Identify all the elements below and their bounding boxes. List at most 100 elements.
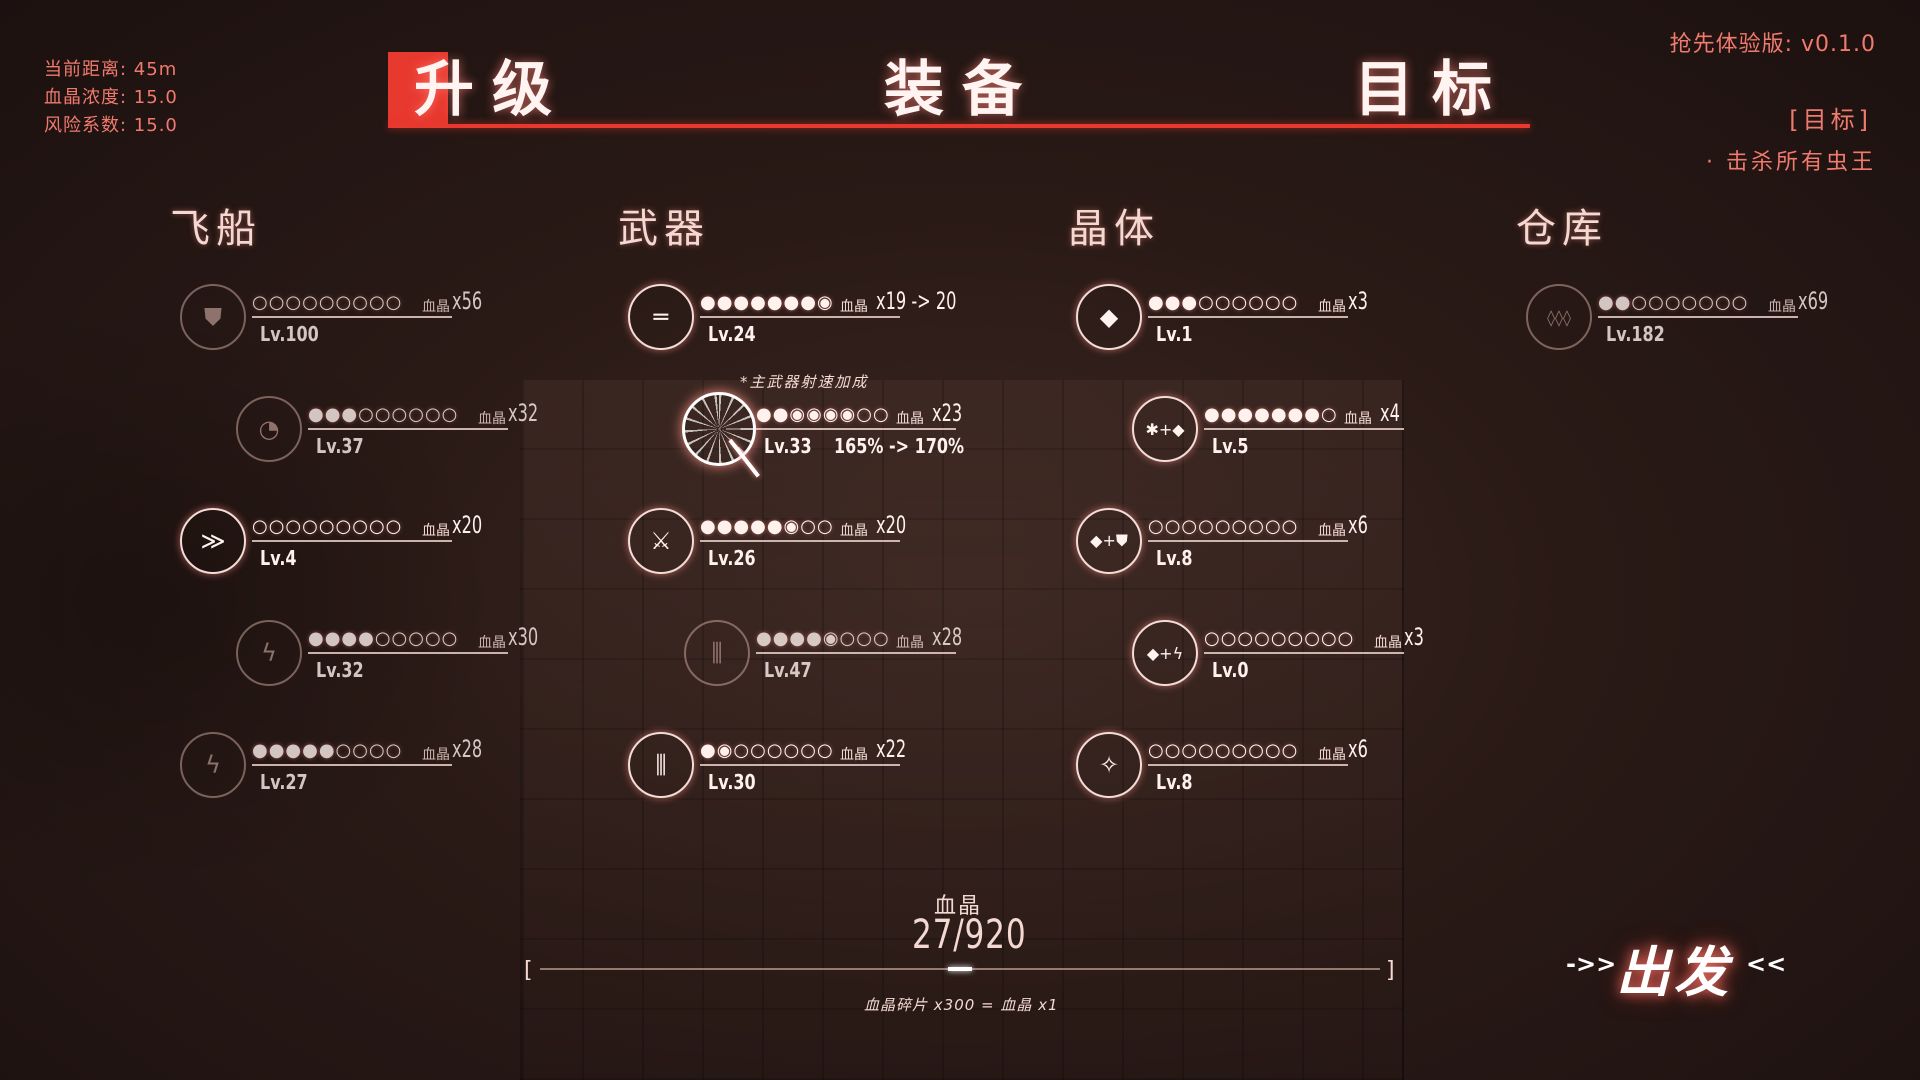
cost-label: 血晶 bbox=[1374, 635, 1402, 651]
item-level: Lv.1 bbox=[1156, 322, 1193, 346]
column-title-crystal: 晶体 bbox=[1068, 206, 1160, 252]
cost-label: 血晶 bbox=[840, 747, 868, 763]
upgrade-item-crystal-1[interactable]: ◆ ●●●○○○○○○ 血晶 x3 Lv.1 bbox=[1076, 284, 1396, 360]
main-tabs: 升级 装备 目标 bbox=[388, 50, 1530, 132]
upgrade-item-ship-3[interactable]: ≫ ○○○○○○○○○ 血晶 x20 Lv.4 bbox=[180, 508, 500, 584]
tab-goal[interactable]: 目标 bbox=[1354, 55, 1510, 125]
upgrade-pips: ●●◉◉◉◉○○ bbox=[756, 404, 890, 425]
arrows-left-icon: << bbox=[1746, 950, 1787, 978]
cost-count: x20 bbox=[876, 511, 907, 539]
item-level: Lv.26 bbox=[708, 546, 756, 570]
item-level: Lv.8 bbox=[1156, 770, 1193, 794]
item-underline bbox=[756, 428, 956, 430]
upgrade-item-ship-2[interactable]: ◔ ●●●○○○○○○ 血晶 x32 Lv.37 bbox=[236, 396, 556, 472]
upgrade-item-ship-1[interactable]: ⛊ ○○○○○○○○○ 血晶 x56 Lv.100 bbox=[180, 284, 500, 360]
cost-count: x19 -> 20 bbox=[876, 287, 957, 315]
background-shade bbox=[0, 300, 500, 900]
tab-upgrade[interactable]: 升级 bbox=[414, 55, 570, 125]
cost-label: 血晶 bbox=[422, 747, 450, 763]
item-level: Lv.8 bbox=[1156, 546, 1193, 570]
item-underline bbox=[308, 428, 508, 430]
upgrade-item-crystal-2[interactable]: ✱+◆ ●●●●●●●○ 血晶 x4 Lv.5 bbox=[1132, 396, 1452, 472]
cost-count: x23 bbox=[932, 399, 963, 427]
upgrade-item-ship-4[interactable]: ϟ ●●●●○○○○○ 血晶 x30 Lv.32 bbox=[236, 620, 556, 696]
item-underline bbox=[1204, 652, 1404, 654]
item-level: Lv.0 bbox=[1212, 658, 1249, 682]
upgrade-pips: ●●●○○○○○○ bbox=[308, 404, 459, 425]
item-level: Lv.100 bbox=[260, 322, 319, 346]
cost-count: x22 bbox=[876, 735, 907, 763]
risk-factor-stat: 风险系数: 15.0 bbox=[44, 115, 178, 136]
item-underline bbox=[700, 764, 900, 766]
item-underline bbox=[1148, 540, 1348, 542]
item-underline bbox=[252, 540, 452, 542]
currency-progress-fill bbox=[947, 967, 973, 971]
active-tab-indicator bbox=[388, 52, 448, 128]
item-underline bbox=[1148, 316, 1348, 318]
crystal-shield-icon: ◆+⛊ bbox=[1076, 508, 1142, 574]
upgrade-pips: ●●●●●○○○○ bbox=[252, 740, 403, 761]
triple-crystal-icon: ◊◊◊ bbox=[1526, 284, 1592, 350]
gun-icon: ═ bbox=[628, 284, 694, 350]
cost-count: x28 bbox=[452, 735, 483, 763]
crystal-icon: ◆ bbox=[1076, 284, 1142, 350]
item-underline bbox=[252, 316, 452, 318]
upgrade-item-crystal-4[interactable]: ◆+ϟ ○○○○○○○○○ 血晶 x3 Lv.0 bbox=[1132, 620, 1452, 696]
item-level: Lv.33 bbox=[764, 434, 812, 458]
cost-label: 血晶 bbox=[1318, 523, 1346, 539]
fire-rate-change: 165% -> 170% bbox=[834, 434, 965, 458]
item-underline bbox=[252, 764, 452, 766]
item-underline bbox=[756, 652, 956, 654]
upgrade-item-weapon-2[interactable]: ●●◉◉◉◉○○ 血晶 x23 Lv.33 165% -> 170% bbox=[684, 396, 1004, 472]
speed-boost-icon: ≫ bbox=[180, 508, 246, 574]
depart-button[interactable]: ->> 出发 << bbox=[1560, 928, 1790, 1004]
version-label: 抢先体验版: v0.1.0 bbox=[1669, 32, 1876, 57]
upgrade-pips: ●●●○○○○○○ bbox=[1148, 292, 1299, 313]
column-title-ship: 飞船 bbox=[170, 206, 262, 252]
upgrade-item-weapon-5[interactable]: ⫼ ●◉○○○○○○ 血晶 x22 Lv.30 bbox=[628, 732, 948, 808]
cost-count: x32 bbox=[508, 399, 539, 427]
tab-equipment[interactable]: 装备 bbox=[884, 55, 1040, 125]
upgrade-pips: ●●●●●◉○○ bbox=[700, 516, 834, 537]
cost-count: x56 bbox=[452, 287, 483, 315]
speedometer-icon: ◔ bbox=[236, 396, 302, 462]
depart-label: 出发 bbox=[1616, 941, 1732, 1004]
run-stats: 当前距离: 45m 血晶浓度: 15.0 风险系数: 15.0 bbox=[44, 56, 178, 140]
cost-label: 血晶 bbox=[478, 411, 506, 427]
distance-stat: 当前距离: 45m bbox=[44, 59, 178, 80]
item-underline bbox=[308, 652, 508, 654]
upgrade-pips: ○○○○○○○○○ bbox=[252, 516, 403, 537]
cost-count: x6 bbox=[1348, 511, 1368, 539]
upgrade-item-weapon-1[interactable]: ═ ●●●●●●●◉ 血晶 x19 -> 20 Lv.24 bbox=[628, 284, 956, 360]
upgrade-item-ship-5[interactable]: ϟ ●●●●●○○○○ 血晶 x28 Lv.27 bbox=[180, 732, 500, 808]
tab-underline bbox=[388, 124, 1530, 128]
cost-label: 血晶 bbox=[478, 635, 506, 651]
upgrade-item-crystal-5[interactable]: ✧ ○○○○○○○○○ 血晶 x6 Lv.8 bbox=[1076, 732, 1396, 808]
item-underline bbox=[1148, 764, 1348, 766]
upgrade-item-weapon-4[interactable]: ⫼ ●●●●◉○○○ 血晶 x28 Lv.47 bbox=[684, 620, 1004, 696]
lightning-icon: ϟ bbox=[236, 620, 302, 686]
upgrade-item-storage-1[interactable]: ◊◊◊ ●●○○○○○○○ 血晶 x69 Lv.182 bbox=[1526, 284, 1846, 360]
upgrade-item-crystal-3[interactable]: ◆+⛊ ○○○○○○○○○ 血晶 x6 Lv.8 bbox=[1076, 508, 1396, 584]
item-underline bbox=[700, 316, 900, 318]
cost-count: x20 bbox=[452, 511, 483, 539]
item-level: Lv.30 bbox=[708, 770, 756, 794]
upgrade-pips: ●●●●●●●○ bbox=[1204, 404, 1338, 425]
upgrade-pips: ●●●●◉○○○ bbox=[756, 628, 890, 649]
cost-label: 血晶 bbox=[896, 635, 924, 651]
item-level: Lv.47 bbox=[764, 658, 812, 682]
column-title-weapon: 武器 bbox=[618, 206, 710, 252]
arrows-right-icon: ->> bbox=[1566, 950, 1617, 978]
exchange-rate-text: 血晶碎片 x300 = 血晶 x1 bbox=[864, 996, 1059, 1014]
upgrade-item-weapon-3[interactable]: ⚔ ●●●●●◉○○ 血晶 x20 Lv.26 bbox=[628, 508, 948, 584]
lightning-boost-icon: ϟ bbox=[180, 732, 246, 798]
item-level: Lv.5 bbox=[1212, 434, 1249, 458]
background-structure bbox=[520, 380, 1404, 1080]
item-underline bbox=[1598, 316, 1798, 318]
cost-label: 血晶 bbox=[1318, 299, 1346, 315]
upgrade-pips: ○○○○○○○○○ bbox=[1148, 740, 1299, 761]
upgrade-pips: ○○○○○○○○○ bbox=[1148, 516, 1299, 537]
shield-icon: ⛊ bbox=[180, 284, 246, 350]
cost-count: x30 bbox=[508, 623, 539, 651]
currency-label: 血晶 bbox=[934, 894, 983, 919]
